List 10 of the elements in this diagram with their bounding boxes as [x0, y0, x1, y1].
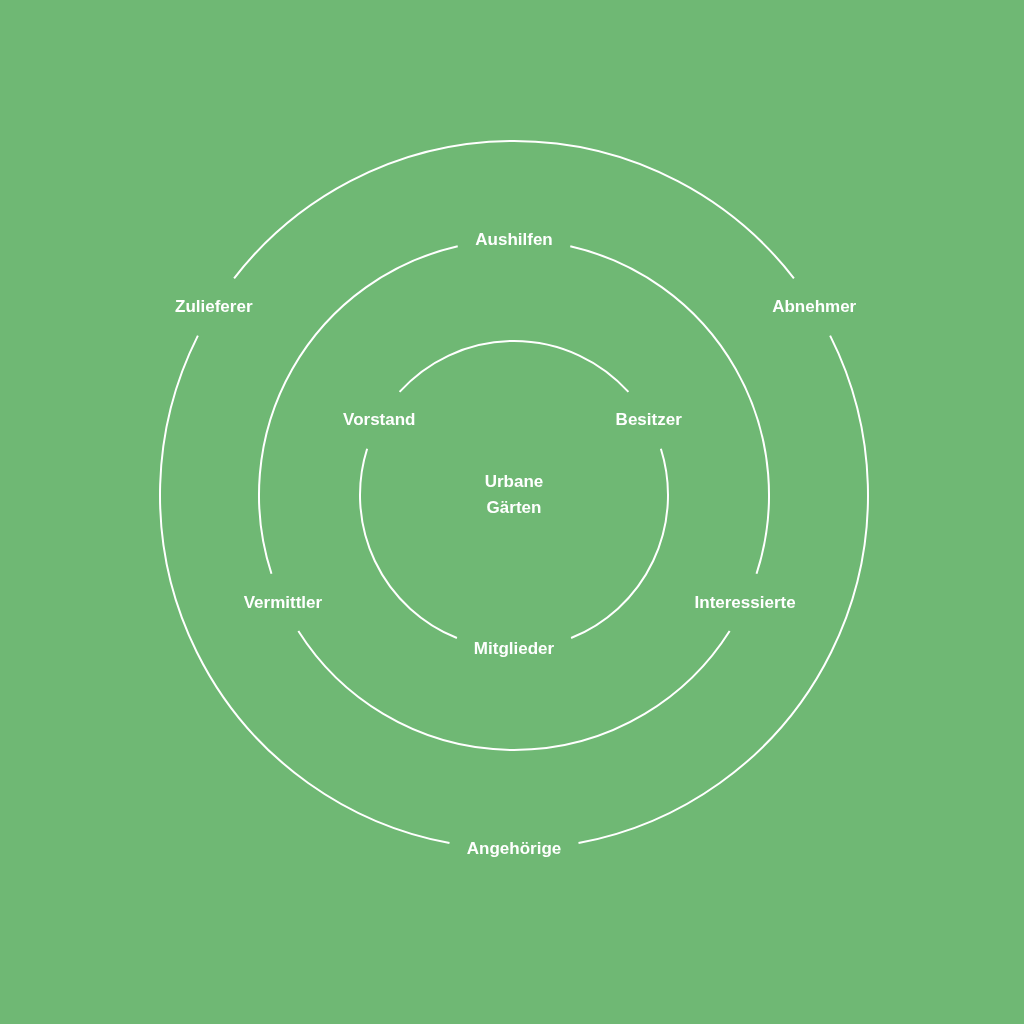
- ring-label: Vorstand: [343, 409, 416, 432]
- ring-label: Besitzer: [615, 409, 682, 432]
- ring-label: Aushilfen: [475, 229, 553, 251]
- ring-label: Interessierte: [694, 591, 796, 614]
- center-title: Urbane Gärten: [484, 471, 544, 519]
- ring-label: Zulieferer: [175, 296, 253, 319]
- ring-label: Angehörige: [466, 838, 562, 860]
- ring-label: Mitglieder: [473, 638, 555, 660]
- ring-label: Vermittler: [243, 591, 323, 614]
- ring-label: Abnehmer: [772, 296, 857, 319]
